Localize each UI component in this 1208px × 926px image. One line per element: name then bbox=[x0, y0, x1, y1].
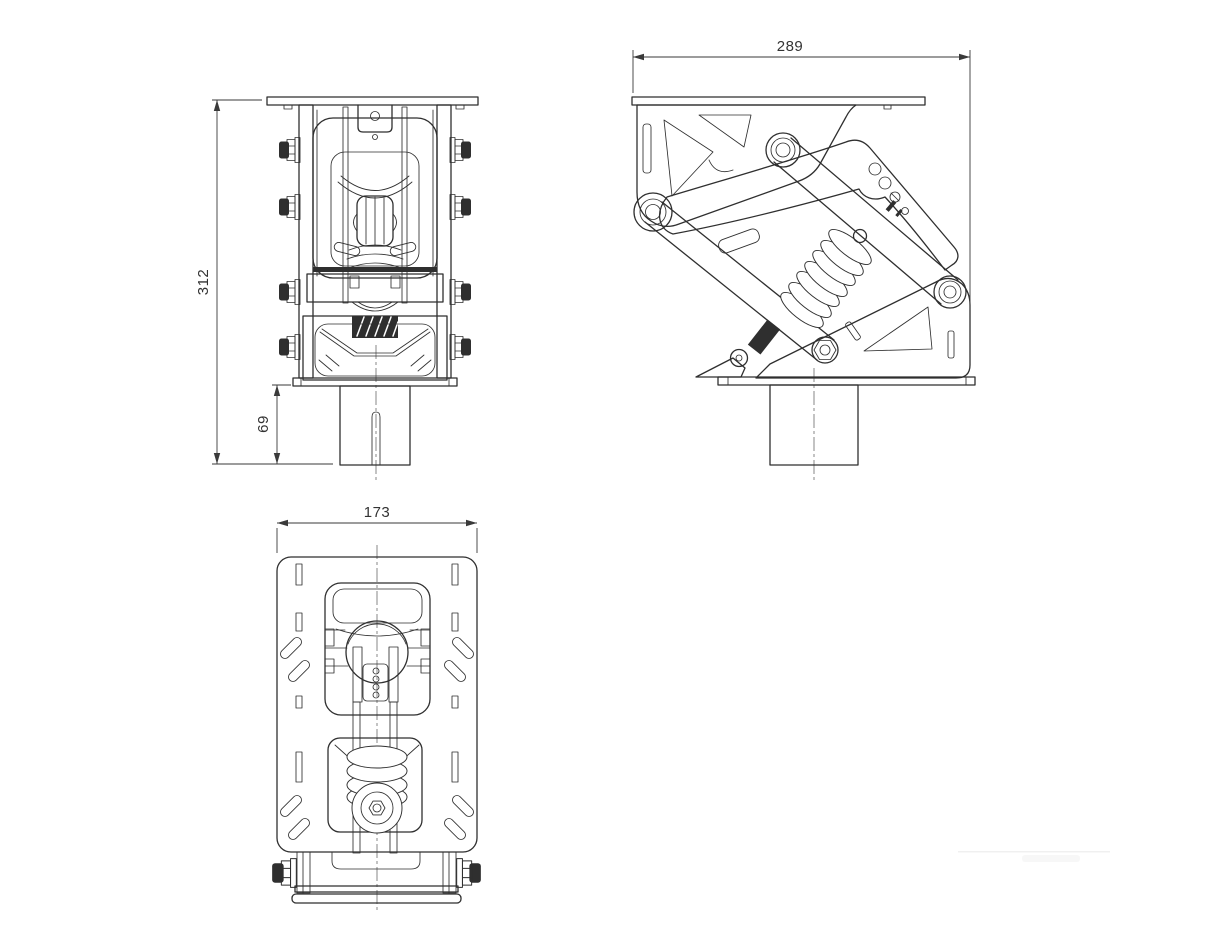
front-guide-rod bbox=[401, 106, 408, 304]
side-left-slot bbox=[642, 123, 652, 174]
dim-side-overall-width: 289 bbox=[632, 38, 971, 310]
side-bump-stop bbox=[718, 228, 760, 254]
front-top-plate bbox=[266, 96, 479, 110]
top-mounting-plate bbox=[276, 556, 478, 853]
front-center-shaft bbox=[353, 195, 397, 247]
top-clevis-plate bbox=[362, 663, 389, 702]
front-post-slot bbox=[371, 411, 381, 466]
side-left-bracket bbox=[636, 104, 857, 228]
dim-front-post-height-label: 69 bbox=[255, 415, 272, 433]
front-cross-beam bbox=[306, 267, 444, 312]
front-mounting-post bbox=[339, 385, 411, 466]
front-spring-arcs bbox=[346, 244, 404, 269]
side-spring-eye bbox=[852, 228, 868, 244]
dim-front-overall-height: 312 bbox=[195, 99, 333, 465]
top-lower-housing bbox=[327, 737, 423, 834]
dim-front-overall-height-label: 312 bbox=[195, 269, 212, 296]
front-upper-housing bbox=[312, 117, 438, 279]
watermark-artifact bbox=[958, 851, 1110, 862]
front-hanger-bracket bbox=[357, 104, 393, 140]
front-view bbox=[266, 96, 479, 480]
side-pivot-bolts bbox=[633, 132, 967, 378]
front-buffer-pad bbox=[314, 323, 436, 377]
front-base-plate bbox=[292, 377, 458, 387]
side-scissor-arms bbox=[644, 137, 959, 361]
dim-top-plate-width: 173 bbox=[276, 504, 478, 553]
top-clamp-assembly bbox=[271, 851, 482, 904]
top-drum bbox=[345, 620, 409, 684]
front-lower-box bbox=[302, 315, 448, 381]
side-right-slot bbox=[947, 330, 955, 359]
side-right-bracket bbox=[755, 277, 971, 379]
side-view bbox=[631, 96, 976, 480]
side-mounting-post bbox=[769, 384, 859, 466]
dim-front-post-height: 69 bbox=[255, 384, 291, 464]
side-upper-lever bbox=[659, 139, 959, 271]
top-upper-housing bbox=[324, 582, 431, 716]
front-guide-rod bbox=[342, 106, 349, 304]
dim-side-overall-width-label: 289 bbox=[777, 38, 804, 55]
dim-top-plate-width-label: 173 bbox=[364, 504, 391, 521]
top-plate-slots bbox=[278, 563, 476, 842]
side-shock-spring bbox=[747, 228, 872, 355]
top-view bbox=[271, 545, 482, 912]
front-coil-spring bbox=[352, 316, 399, 338]
side-top-plate bbox=[631, 96, 926, 110]
